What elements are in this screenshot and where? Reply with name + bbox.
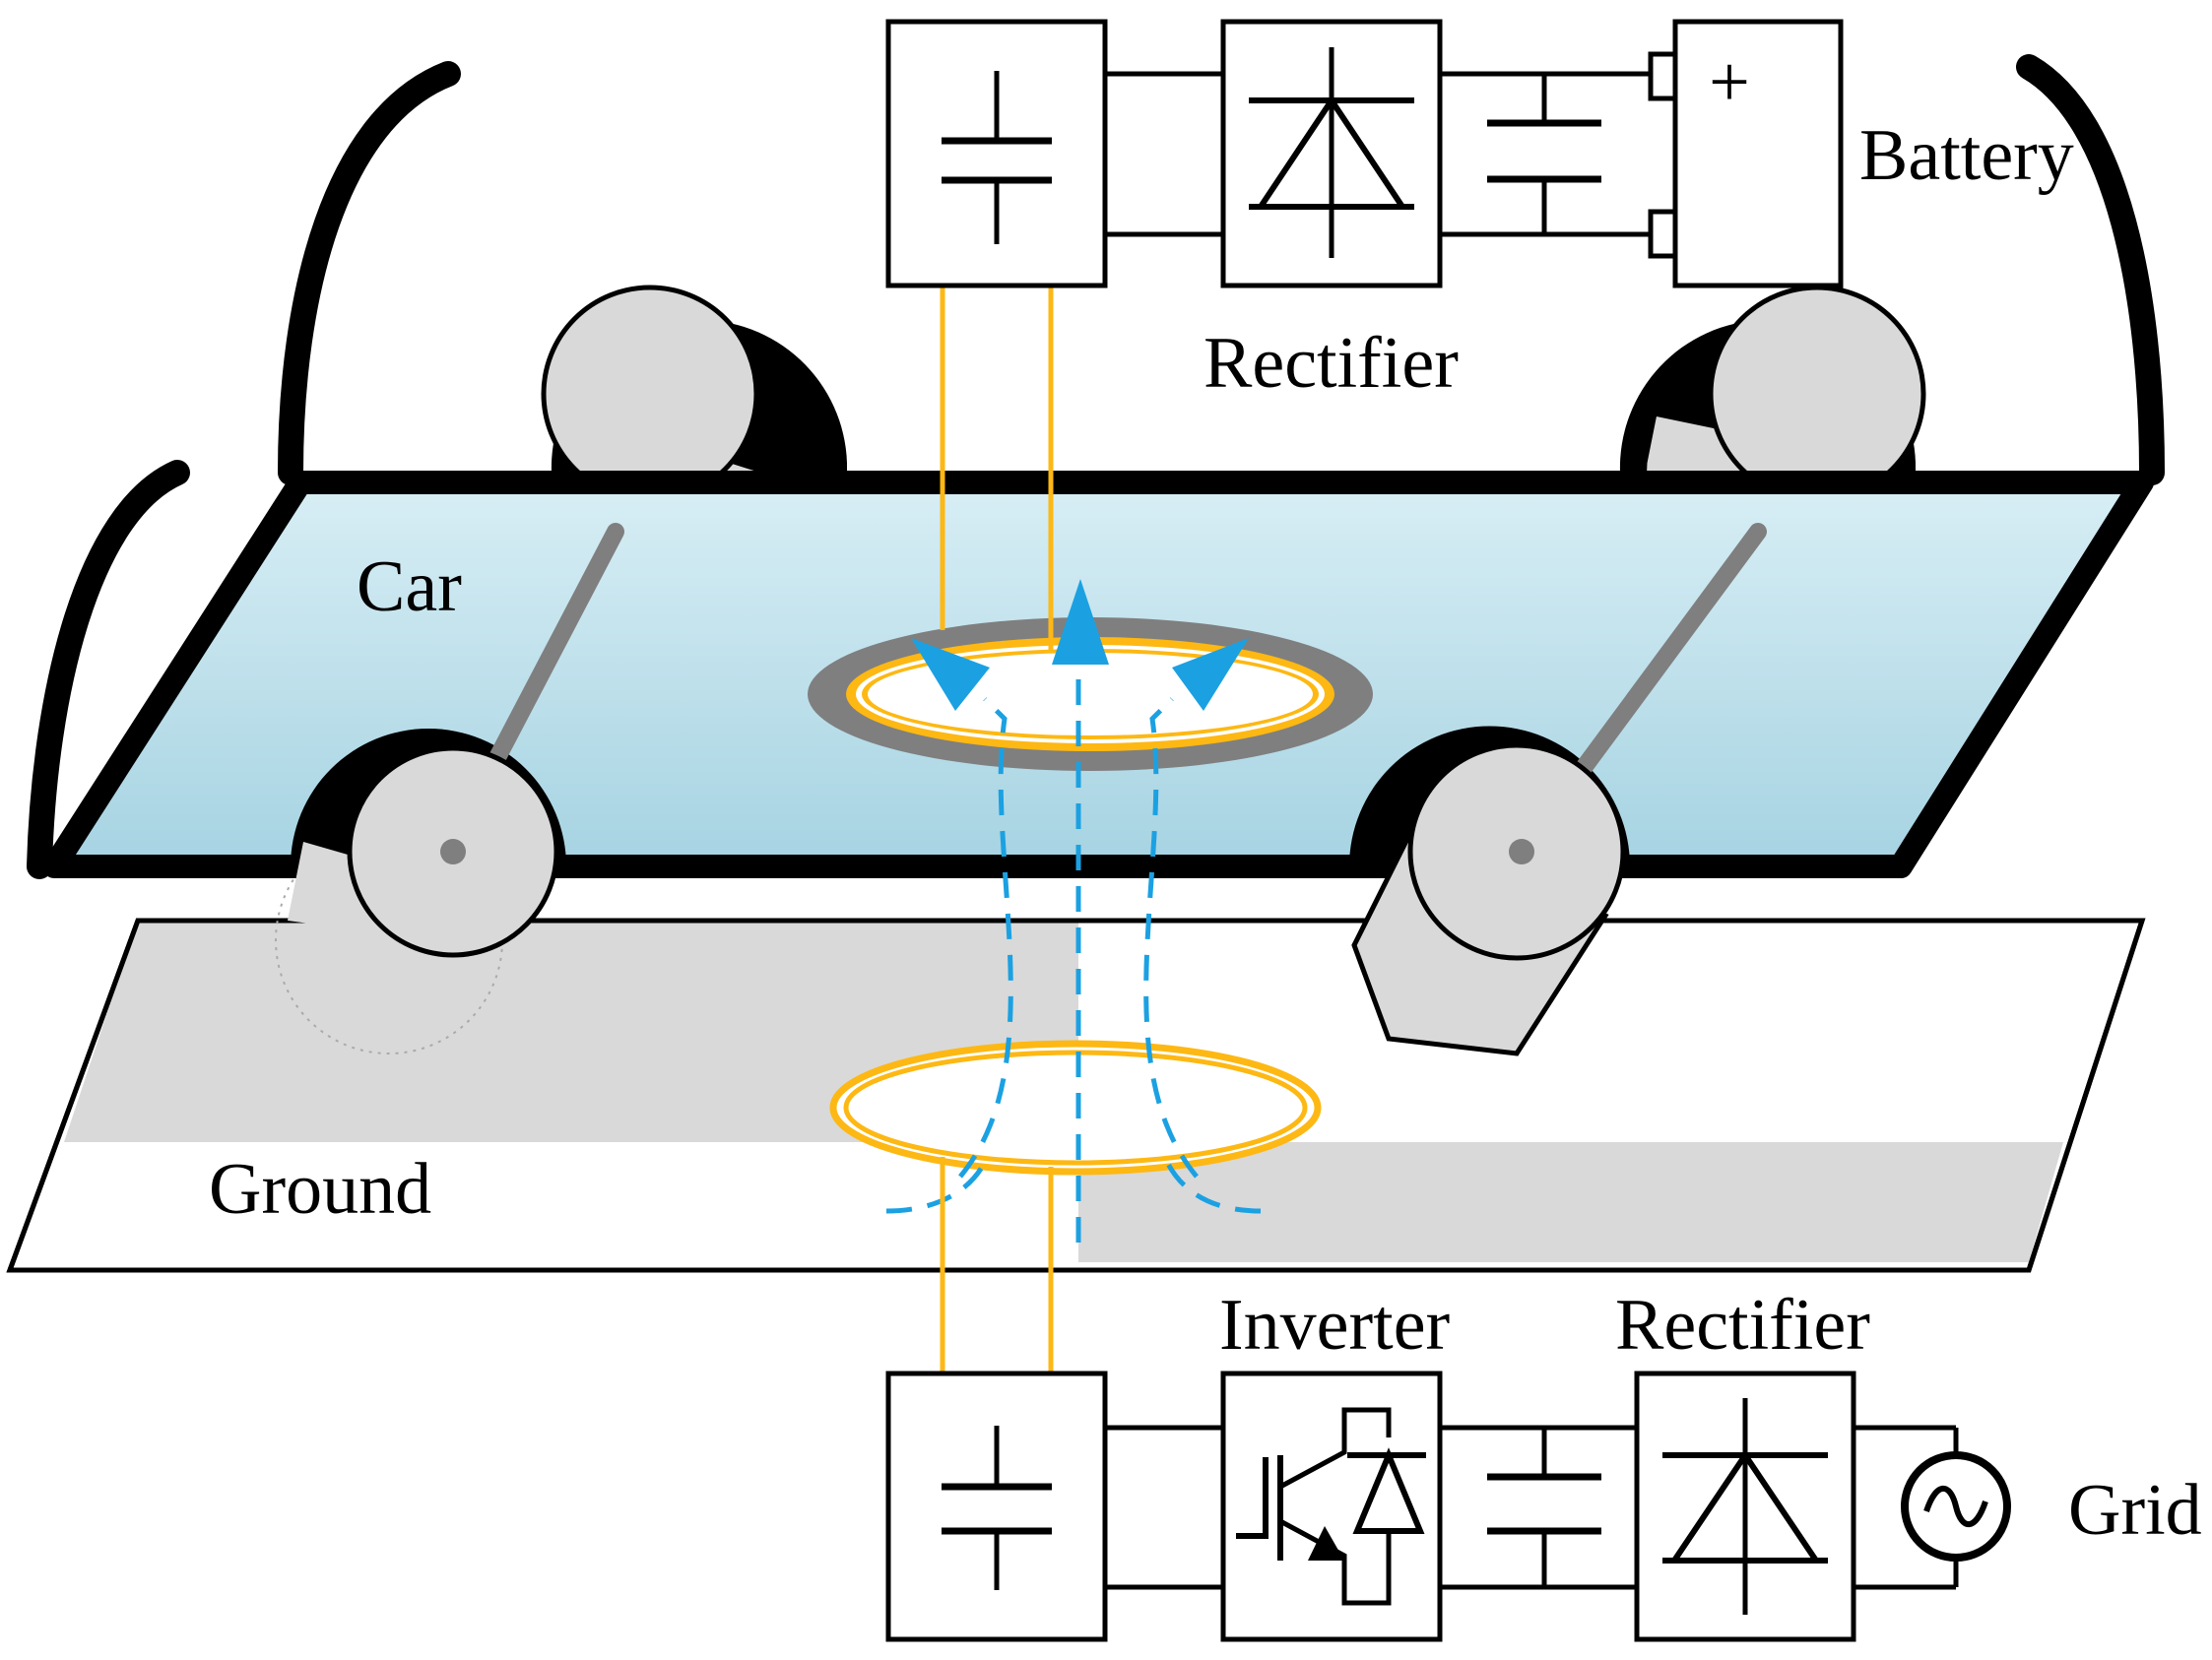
label-rectifier-bottom: Rectifier	[1615, 1285, 1870, 1366]
bottom-compensation-box	[885, 1371, 1108, 1642]
label-inverter: Inverter	[1219, 1285, 1450, 1366]
magnetic-flux-lines	[885, 679, 1262, 1243]
car-arch-left	[278, 61, 461, 485]
battery-plus-sign: +	[1709, 42, 1750, 123]
flux-arrows	[911, 579, 1249, 711]
transmitter-coil	[829, 1040, 1322, 1176]
inverter-box	[1220, 1371, 1443, 1642]
label-car: Car	[357, 546, 462, 627]
label-battery: Battery	[1859, 115, 2074, 196]
ground-shade-right	[1078, 1142, 2063, 1262]
flux-arrow-left	[911, 638, 990, 711]
car-front-arc	[27, 460, 190, 879]
top-compensation-box	[885, 19, 1108, 288]
battery-terminal-pos	[1648, 51, 1678, 101]
front-right-wheel	[1351, 742, 1626, 1056]
sine-wave-icon	[1923, 1485, 1988, 1528]
flux-arrow-right	[1172, 638, 1249, 711]
label-grid: Grid	[2068, 1470, 2202, 1551]
coil-wires	[940, 286, 1054, 1373]
label-ground: Ground	[209, 1149, 431, 1230]
car-arch-right	[2016, 54, 2165, 485]
bottom-circuit	[885, 1371, 2011, 1642]
battery-box	[1672, 19, 1844, 288]
top-circuit	[885, 19, 1844, 288]
ground-shade-left	[64, 921, 1078, 1142]
label-rectifier-top: Rectifier	[1204, 323, 1459, 404]
battery-terminal-neg	[1648, 209, 1678, 259]
front-left-wheel	[288, 745, 559, 958]
flux-arrow-up	[1052, 579, 1109, 665]
